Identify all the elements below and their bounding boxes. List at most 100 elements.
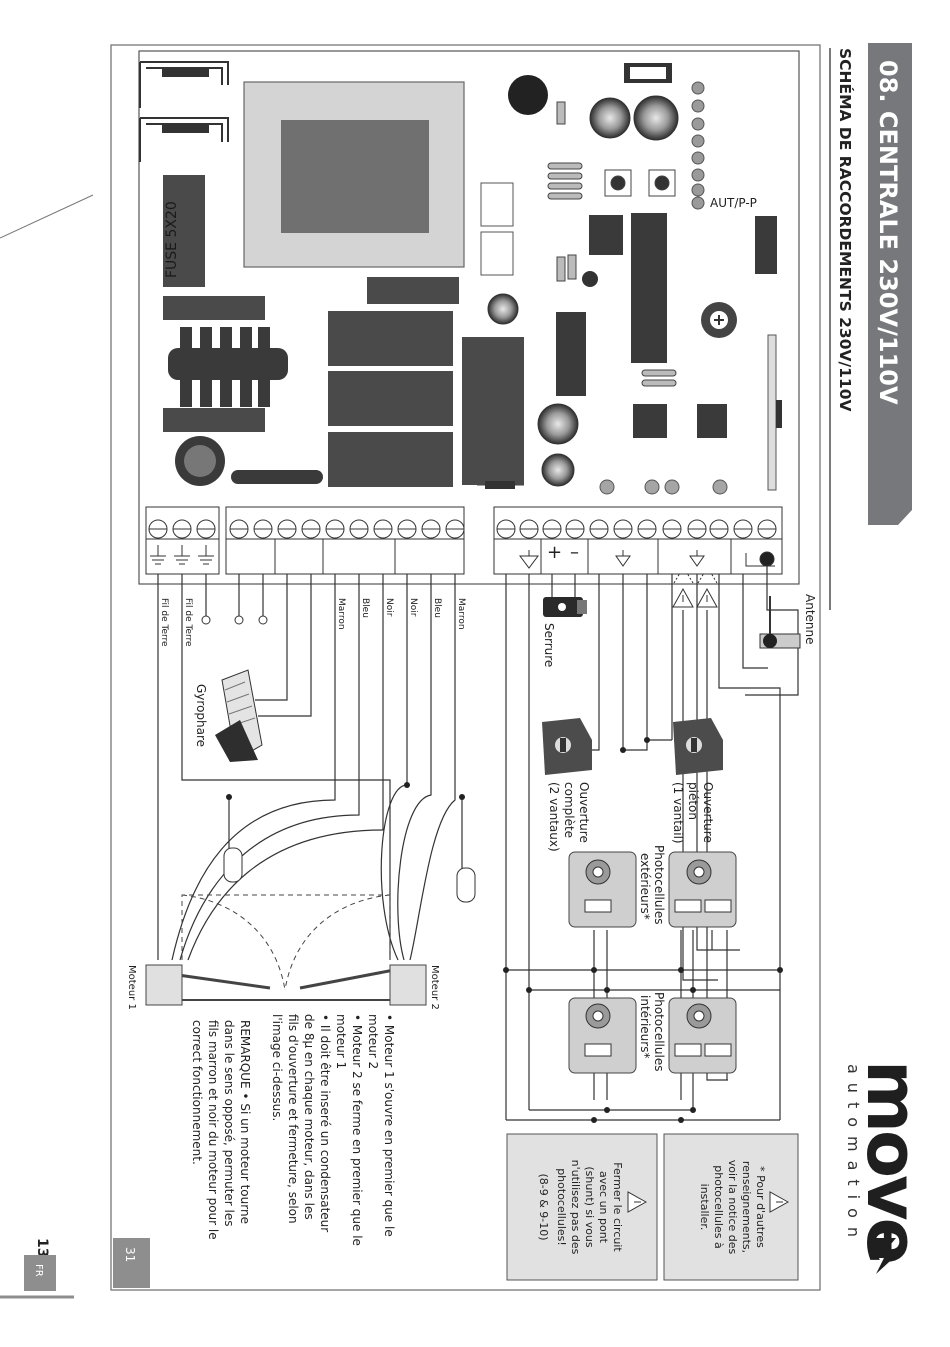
ground-symbols — [150, 545, 214, 565]
pour-autres-line-1: * Pour d'autres — [754, 1166, 767, 1248]
motor-note-line-8: l'image ci-dessus. — [270, 1014, 284, 1121]
transformer-brackets — [139, 61, 229, 162]
motor-note-line-6: de 8μ en chaque moteur, dans les — [302, 1014, 316, 1220]
photocells-exterior: Photocellules extérieurs* — [568, 845, 737, 928]
fermer-line-2: avec un pont — [597, 1171, 610, 1244]
logo-symbol-icon — [870, 1238, 902, 1274]
capacitors — [487, 95, 679, 487]
svg-text:+: + — [547, 542, 562, 563]
lang-tab — [24, 1255, 56, 1291]
motor-note-line-2: moteur 2 — [366, 1014, 380, 1069]
antenna-icon — [759, 596, 801, 649]
motor-2-label: Moteur 2 — [429, 965, 440, 1010]
lang-label: FR — [33, 1264, 44, 1277]
diode — [477, 481, 524, 489]
key-switch-pieton-icon — [673, 718, 723, 775]
inner-page-number: 31 — [123, 1247, 137, 1262]
fermer-line-4: n'utilisez pas des — [569, 1160, 582, 1255]
pour-autres-line-4: photocellules à — [712, 1165, 725, 1248]
inductor — [168, 327, 288, 407]
wire-labels: Fil de Terre Fil de Terre Marron Bleu No… — [159, 598, 466, 647]
optocouplers — [480, 182, 514, 276]
photocells-int-label-1: Photocellules — [652, 992, 666, 1071]
motor-note-line-5: • Il doit être inseré un condensateur — [318, 1014, 332, 1232]
small-components — [599, 479, 728, 495]
terminal-symbols: + – — [519, 542, 775, 569]
fuse-label: FUSE 5X20 — [164, 201, 180, 278]
integrated-circuits — [556, 213, 777, 438]
fermer-line-5: photocellules! — [555, 1168, 568, 1246]
motor-notes: • Moteur 1 s'ouvre en premier que le mot… — [190, 1014, 396, 1246]
gyrophare-label: Gyrophare — [194, 684, 208, 747]
pour-autres-line-5: installer. — [698, 1184, 711, 1231]
terminal-block-motors — [225, 506, 465, 575]
wire-label-fil-de-terre-2: Fil de Terre — [183, 598, 193, 647]
wire-label-bleu-2: Bleu — [432, 598, 442, 618]
fermer-line-3: (shunt) si vous — [583, 1166, 596, 1248]
gate-swing-diagram — [177, 894, 395, 1001]
wire-label-marron-2: Marron — [456, 598, 466, 630]
wire-junctions — [226, 737, 783, 1123]
logo-text: move — [851, 1060, 933, 1263]
serrure-label: Serrure — [542, 623, 556, 667]
transistor — [582, 271, 598, 287]
selector-label: AUT/P-P — [710, 196, 757, 210]
motor-note-line-7: fils d'ouverture et fermeture, selon — [286, 1014, 300, 1224]
key-switch-complete-icon — [542, 718, 592, 775]
title-bar: 08. CENTRALE 230V/110V — [868, 43, 912, 525]
battery-icon — [175, 436, 225, 486]
label-ouverture-complete-1: Ouverture — [577, 782, 591, 843]
motor-note-line-4: moteur 1 — [334, 1014, 348, 1069]
photocells-ext-label-1: Photocellules — [652, 845, 666, 924]
motor-note-line-3: • Moteur 2 se ferme en premier que le — [350, 1014, 364, 1246]
brand-logo: move automation — [844, 1060, 933, 1274]
fermer-line-1: Fermer le circuit — [611, 1162, 624, 1252]
gyrophare — [215, 669, 263, 762]
antenna-label: Antenne — [803, 594, 817, 645]
leds — [691, 81, 705, 210]
photocells-interior: Photocellules intérieurs* — [568, 992, 737, 1074]
long-component — [231, 470, 323, 484]
terminal-block-control — [493, 506, 783, 575]
warning-icon — [627, 1191, 648, 1213]
buzzer — [508, 75, 548, 115]
photocells-int-label-2: intérieurs* — [638, 995, 652, 1058]
label-ouverture-pieton-1: Ouverture — [701, 782, 715, 843]
motor-note-line-1: • Moteur 1 s'ouvre en premier que le — [382, 1014, 396, 1237]
inner-page-tab — [113, 1238, 150, 1288]
wire-label-bleu-1: Bleu — [360, 598, 370, 618]
push-buttons — [604, 169, 676, 197]
label-ouverture-complete-2: complète — [562, 782, 576, 838]
remarque-line-1: REMARQUE • Si un moteur tourne — [238, 1020, 252, 1224]
wire-label-fil-de-terre-1: Fil de Terre — [159, 598, 169, 647]
logo-tagline: automation — [844, 1064, 863, 1246]
serrure-lock-icon — [543, 597, 587, 617]
remarque-line-2: dans le sens opposé, permuter les — [222, 1020, 236, 1226]
relays — [163, 277, 524, 487]
page-number: 13 — [34, 1238, 50, 1257]
wire-label-noir-2: Noir — [408, 598, 418, 617]
wire-terminal-rings — [201, 615, 268, 625]
note-box-pour-autres: * Pour d'autres renseignements, voir la … — [663, 1133, 799, 1281]
radio-slot — [767, 334, 777, 491]
key-switch-labels: Ouverture piéton (1 vantail) Ouverture c… — [547, 782, 715, 852]
fermer-line-6: (8-9 & 9-10) — [537, 1173, 550, 1240]
note-box-fermer-circuit: Fermer le circuit avec un pont (shunt) s… — [506, 1133, 658, 1281]
potentiometer-icon — [701, 302, 737, 338]
motors — [145, 964, 427, 1006]
remarque-line-4: correct fonctionnement. — [190, 1020, 204, 1165]
page-frame — [110, 44, 821, 1291]
warning-icon — [672, 572, 718, 608]
corner-line — [0, 194, 94, 239]
fuse — [163, 175, 205, 287]
motor-capacitors — [223, 847, 476, 903]
page-subtitle: SCHÉMA DE RACCORDEMENTS 230V/110V — [836, 48, 855, 412]
wire-label-noir-1: Noir — [384, 598, 394, 617]
wire-label-marron-1: Marron — [336, 598, 346, 630]
pour-autres-line-2: renseignements, — [740, 1161, 753, 1253]
photocells-ext-label-2: extérieurs* — [638, 853, 652, 920]
label-ouverture-pieton-2: piéton — [686, 782, 700, 820]
resistors — [547, 101, 677, 387]
